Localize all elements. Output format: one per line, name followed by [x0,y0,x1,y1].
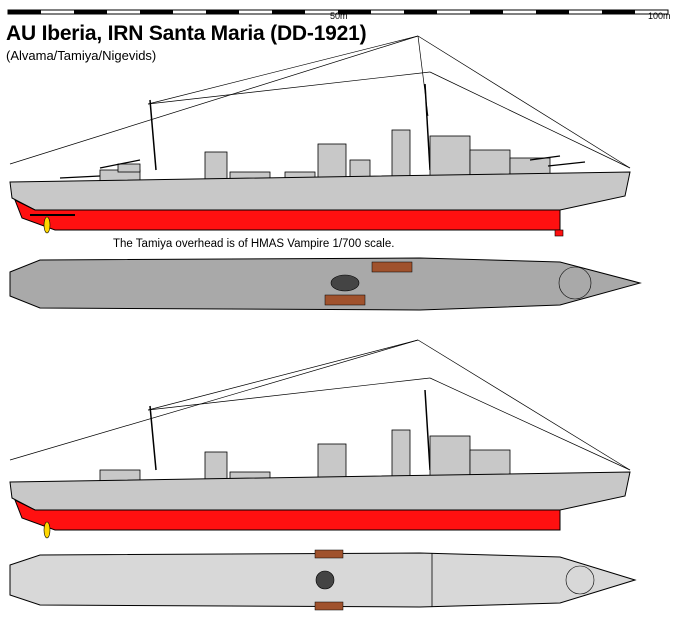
page-title: AU Iberia, IRN Santa Maria (DD-1921) [6,22,367,45]
scale-mid-label: 50m [330,11,348,21]
overhead-hull-tamiya [9,257,642,311]
hull [9,171,631,237]
scale-end-label: 100m [648,11,671,21]
masts-lower [149,389,431,471]
masts [149,83,431,171]
overhead-hull-alvama [9,549,637,611]
rigging-lines-lower [9,339,631,471]
page-subtitle: (Alvama/Tamiya/Nigevids) [6,48,157,63]
scale-ruler [7,9,669,15]
overhead-caption: The Tamiya overhead is of HMAS Vampire 1… [113,238,395,250]
guns [59,155,586,179]
hull-lower [9,471,631,539]
